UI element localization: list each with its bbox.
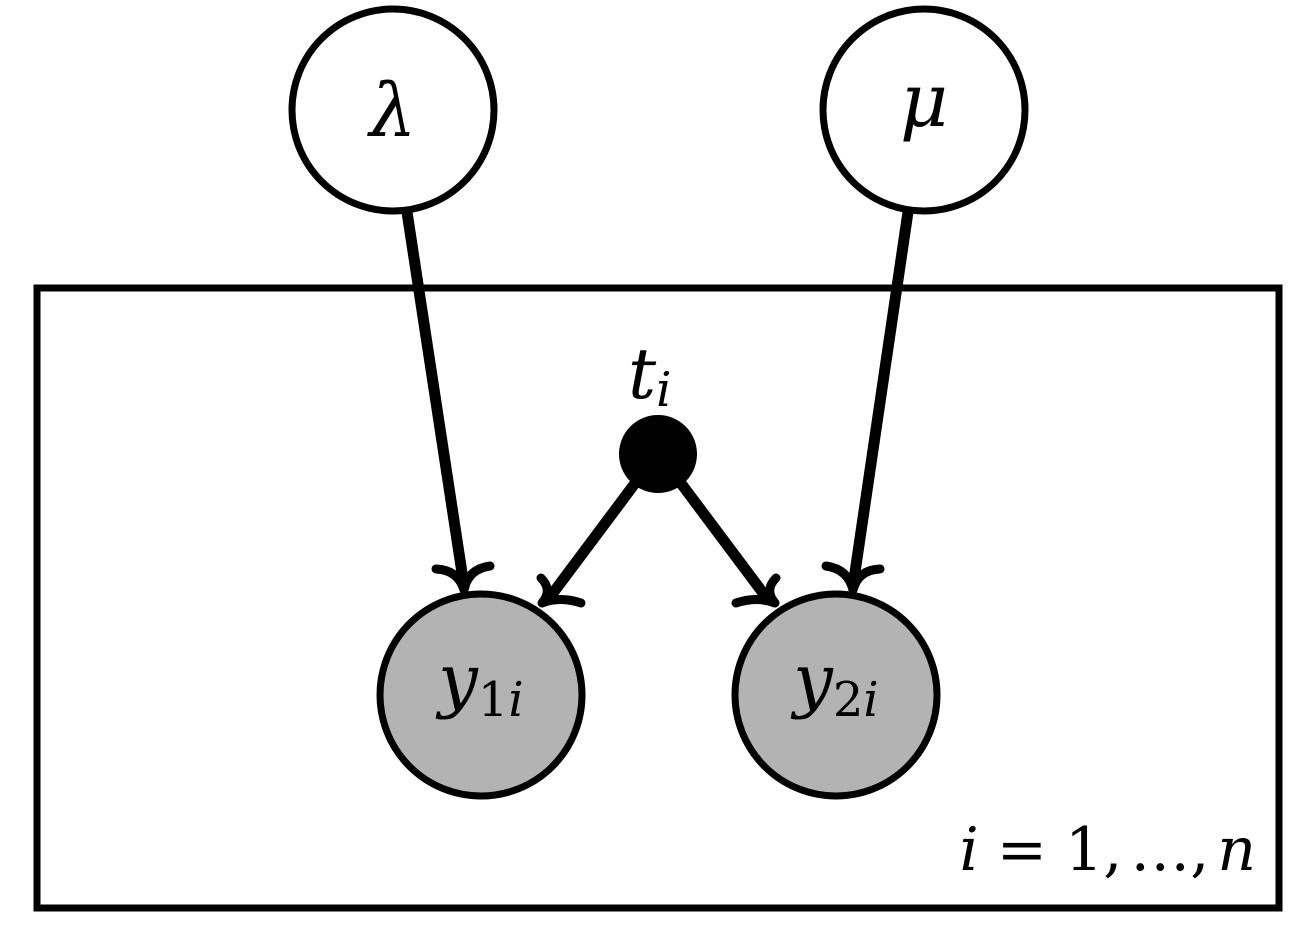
node-y1-circle <box>376 590 586 800</box>
arrowheads <box>431 561 885 608</box>
arrowhead-y2-from-mu <box>821 561 885 595</box>
plate-ellipsis: …, <box>1130 815 1209 885</box>
node-y2-base: y <box>790 639 834 721</box>
plate-index-label: i = 1,…,n <box>960 815 1256 885</box>
plate-index-var: i <box>960 815 979 885</box>
node-y2-subscript-number: 2 <box>833 672 864 728</box>
edges <box>401 206 914 603</box>
node-y2: y2i <box>731 590 941 800</box>
node-y1-subscript-var: i <box>508 672 523 728</box>
node-t-base: t <box>628 333 657 415</box>
arrowhead-y1-from-lambda <box>431 561 495 595</box>
edge-lambda-y1 <box>401 206 470 592</box>
edge-t-y2 <box>674 476 772 603</box>
plate <box>33 284 1283 912</box>
node-y1-label: y1i <box>435 639 523 728</box>
node-t-dot <box>619 415 697 493</box>
edge-t-y1 <box>544 476 642 603</box>
node-lambda-label: λ <box>367 68 417 154</box>
node-mu-label: μ <box>900 58 948 144</box>
edge-mu-y2 <box>847 206 914 592</box>
node-y1-base: y <box>435 639 479 721</box>
plate-start: 1, <box>1065 815 1122 885</box>
node-lambda-circle <box>288 5 498 215</box>
node-t-subscript: i <box>656 362 671 418</box>
arrowhead-y1-from-t <box>536 573 586 608</box>
arrowhead-y2-from-t <box>731 573 781 608</box>
node-mu: μ <box>819 5 1029 215</box>
node-y2-circle <box>731 590 941 800</box>
node-y1-subscript-number: 1 <box>478 672 509 728</box>
plate-end: n <box>1217 815 1256 885</box>
node-y1: y1i <box>376 590 586 800</box>
node-lambda: λ <box>288 5 498 215</box>
node-mu-circle <box>819 5 1029 215</box>
node-y2-subscript-var: i <box>863 672 878 728</box>
node-y2-label: y2i <box>790 639 878 728</box>
node-t: ti <box>619 333 697 493</box>
plate-equals: = <box>997 815 1047 885</box>
node-t-label: ti <box>628 333 672 418</box>
